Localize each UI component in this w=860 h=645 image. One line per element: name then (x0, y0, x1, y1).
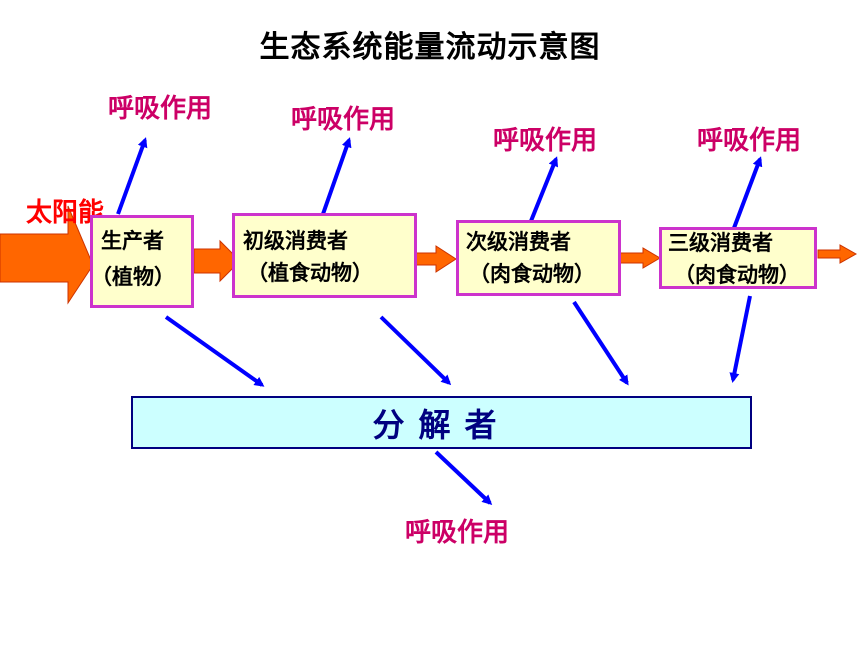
tertiary-consumer-type: （肉食动物） (674, 263, 800, 287)
primary-consumer-box: 初级消费者 （植食动物） (232, 213, 417, 298)
tertiary-consumer-name: 三级消费者 (668, 231, 773, 255)
to-decomposer-arrow-secondary (572, 300, 629, 386)
respiration-arrow-decomposer (434, 450, 493, 506)
to-decomposer-arrow-tertiary (729, 295, 752, 383)
respiration-label-tertiary: 呼吸作用 (697, 126, 802, 156)
secondary-consumer-box: 次级消费者 （肉食动物） (456, 220, 621, 296)
primary-consumer-type: （植食动物） (247, 261, 373, 285)
respiration-label-decomposer: 呼吸作用 (405, 518, 510, 548)
flow-arrow-tertiary-out (817, 244, 858, 264)
respiration-arrow-producer (116, 137, 148, 215)
respiration-arrow-primary (321, 137, 352, 215)
producer-name: 生产者 (101, 229, 164, 253)
decomposer-label: 分解者 (372, 405, 511, 444)
respiration-arrow-tertiary (732, 156, 763, 229)
decomposer-box: 分解者 (131, 396, 752, 449)
secondary-consumer-name: 次级消费者 (466, 230, 571, 254)
secondary-consumer-type: （肉食动物） (469, 262, 595, 286)
respiration-label-producer: 呼吸作用 (108, 94, 213, 124)
tertiary-consumer-box: 三级消费者 （肉食动物） (659, 227, 817, 289)
diagram-title: 生态系统能量流动示意图 (259, 30, 601, 65)
primary-consumer-name: 初级消费者 (243, 229, 348, 253)
producer-box: 生产者 （植物） (90, 215, 194, 308)
flow-arrow-producer-to-primary (193, 239, 241, 283)
flow-arrow-secondary-to-tertiary (617, 247, 661, 269)
respiration-arrow-secondary (529, 156, 559, 222)
respiration-label-primary: 呼吸作用 (291, 105, 396, 135)
producer-type: （植物） (91, 265, 175, 289)
respiration-label-secondary: 呼吸作用 (493, 126, 598, 156)
to-decomposer-arrow-producer (164, 315, 265, 387)
to-decomposer-arrow-primary (379, 315, 452, 386)
sun-input-arrow (0, 205, 94, 305)
